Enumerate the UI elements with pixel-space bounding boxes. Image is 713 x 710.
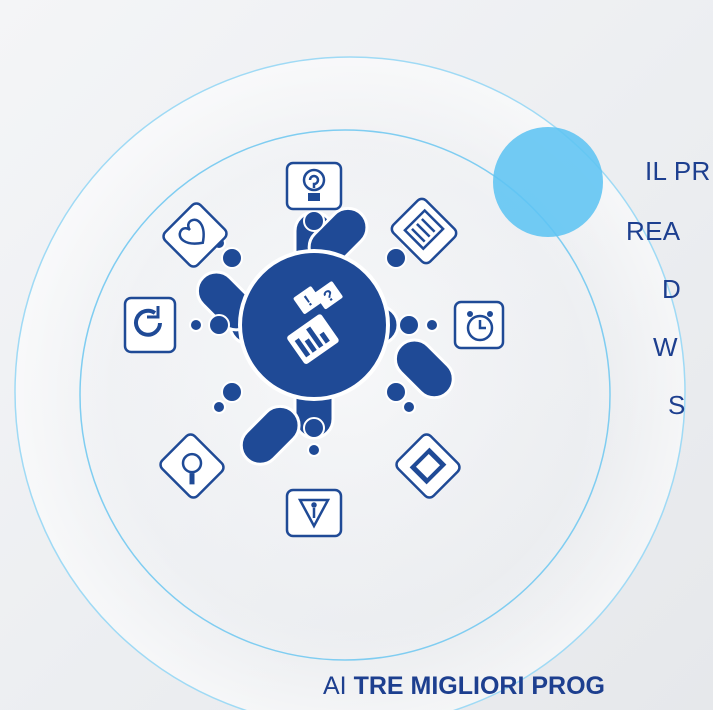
magnifier-icon [159, 433, 225, 499]
notepad-pencil-icon [390, 197, 458, 265]
calculator-icon [395, 433, 461, 499]
connector-dots [189, 191, 439, 457]
lightbulb-icon [285, 161, 343, 211]
documents-chart-icon: ! ? [287, 281, 343, 364]
heart-icon [162, 202, 228, 268]
inner-circle [79, 129, 611, 661]
text-line-3: D [662, 274, 682, 304]
text-line-4: W [653, 332, 678, 362]
alarm-clock-icon [453, 300, 505, 350]
footer-prefix: AI [323, 672, 354, 700]
accent-circle [493, 127, 603, 237]
text-line-5: S [668, 390, 686, 420]
hub-diagram: ! ? [123, 161, 505, 538]
text-line-2: REA [626, 216, 681, 246]
info-warning-icon [285, 488, 343, 538]
footer-caption: AI TRE MIGLIORI PROG [323, 672, 605, 701]
footer-emphasis: TRE MIGLIORI PROG [353, 672, 605, 700]
refresh-icon [123, 296, 177, 354]
text-line-1: IL PR [645, 156, 711, 186]
